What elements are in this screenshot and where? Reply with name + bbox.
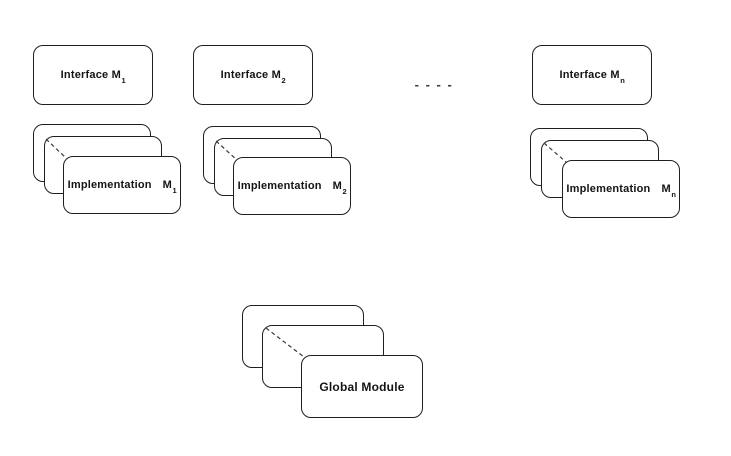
implementation-box-mn: Implementation Mn [562, 160, 680, 218]
interface-m1-label: Interface M1 [60, 69, 126, 84]
implementation-m1-module-letter: M [162, 179, 173, 191]
interface-m1-text: Interface M [60, 69, 121, 81]
interface-m1-subscript: 1 [121, 76, 126, 86]
implementation-mn-module: Mn [661, 183, 675, 198]
implementation-mn-module-letter: M [661, 183, 671, 195]
global-module-label: Global Module [319, 379, 405, 394]
implementation-mn-text: Implementation [566, 183, 651, 195]
implementation-mn-subscript: n [671, 190, 677, 200]
implementation-m2-module: M2 [332, 180, 347, 195]
interface-m2-text: Interface M [220, 69, 281, 81]
implementation-box-m1: Implementation M1 [63, 156, 181, 214]
implementation-m2-label: Implementation M2 [237, 180, 347, 195]
interface-box-m1: Interface M1 [33, 45, 153, 105]
implementation-m1-label: Implementation M1 [67, 179, 177, 194]
interface-m2-subscript: 2 [281, 76, 286, 86]
implementation-m2-text: Implementation [237, 180, 322, 192]
implementation-m2-subscript: 2 [342, 187, 347, 197]
continuation-dashes: - - - - [414, 77, 454, 92]
interface-m2-label: Interface M2 [220, 69, 286, 84]
implementation-m1-module: M1 [162, 179, 177, 194]
implementation-mn-label: Implementation Mn [566, 183, 676, 198]
implementation-m1-subscript: 1 [172, 186, 177, 196]
implementation-m1-text: Implementation [67, 179, 152, 191]
interface-mn-label: Interface Mn [559, 69, 624, 84]
interface-box-m2: Interface M2 [193, 45, 313, 105]
interface-mn-text: Interface M [559, 69, 620, 81]
implementation-box-m2: Implementation M2 [233, 157, 351, 215]
implementation-m2-module-letter: M [332, 180, 343, 192]
interface-mn-subscript: n [620, 76, 626, 86]
interface-box-mn: Interface Mn [532, 45, 652, 105]
global-module-box: Global Module [301, 355, 423, 418]
